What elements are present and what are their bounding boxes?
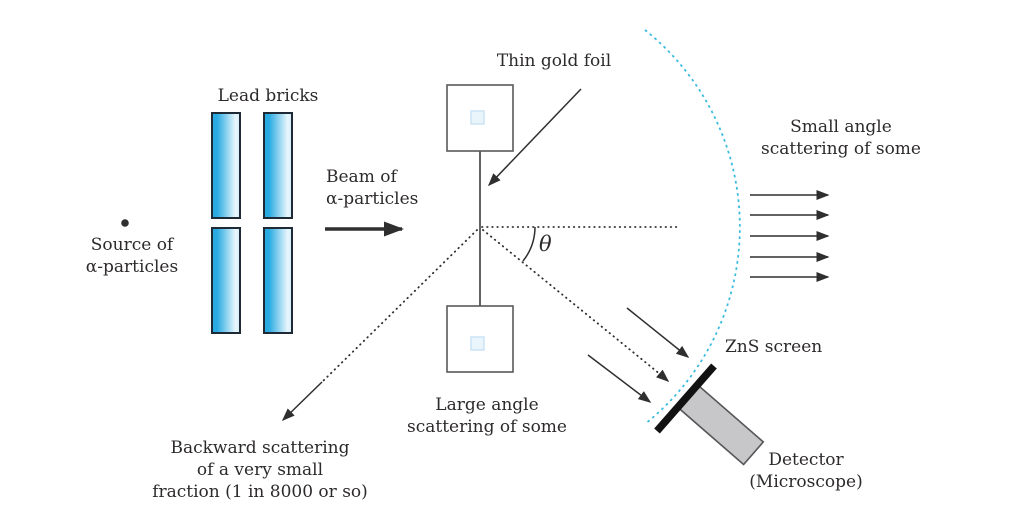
large-angle-arrow-lower: [587, 354, 652, 403]
lead-brick-top-right: [263, 112, 293, 219]
source-label: Source of α-particles: [85, 235, 179, 277]
deflected-ray-arrowhead: [656, 369, 670, 382]
backward-scattering-label: Backward scattering of a very small frac…: [152, 438, 368, 502]
foil-sample-top: [470, 110, 485, 125]
scattering-envelope-arc: [644, 29, 741, 425]
large-angle-arrow-upper: [626, 307, 690, 358]
thin-gold-foil-label: Thin gold foil: [496, 51, 612, 71]
theta-angle-arc: [522, 226, 536, 262]
large-angle-label: Large angle scattering of some: [407, 395, 567, 437]
small-angle-label: Small angle scattering of some: [761, 117, 921, 159]
backward-ray-dotted: [321, 229, 478, 383]
lead-bricks-label: Lead bricks: [217, 86, 319, 106]
zns-screen-label: ZnS screen: [725, 337, 823, 357]
thin-gold-foil-pointer-arrow: [487, 88, 582, 187]
foil-sample-bottom: [470, 336, 485, 351]
beam-label: Beam of α-particles: [326, 167, 419, 209]
lead-brick-bottom-right: [263, 227, 293, 334]
theta-label: θ: [539, 232, 552, 256]
alpha-source-dot: [121, 219, 129, 227]
backward-ray-arrow: [281, 381, 323, 422]
deflected-ray-dotted: [482, 229, 667, 380]
zns-screen-bar: [654, 363, 717, 434]
detector-label: Detector (Microscope): [749, 450, 863, 492]
lead-brick-top-left: [211, 112, 241, 219]
lead-brick-bottom-left: [211, 227, 241, 334]
